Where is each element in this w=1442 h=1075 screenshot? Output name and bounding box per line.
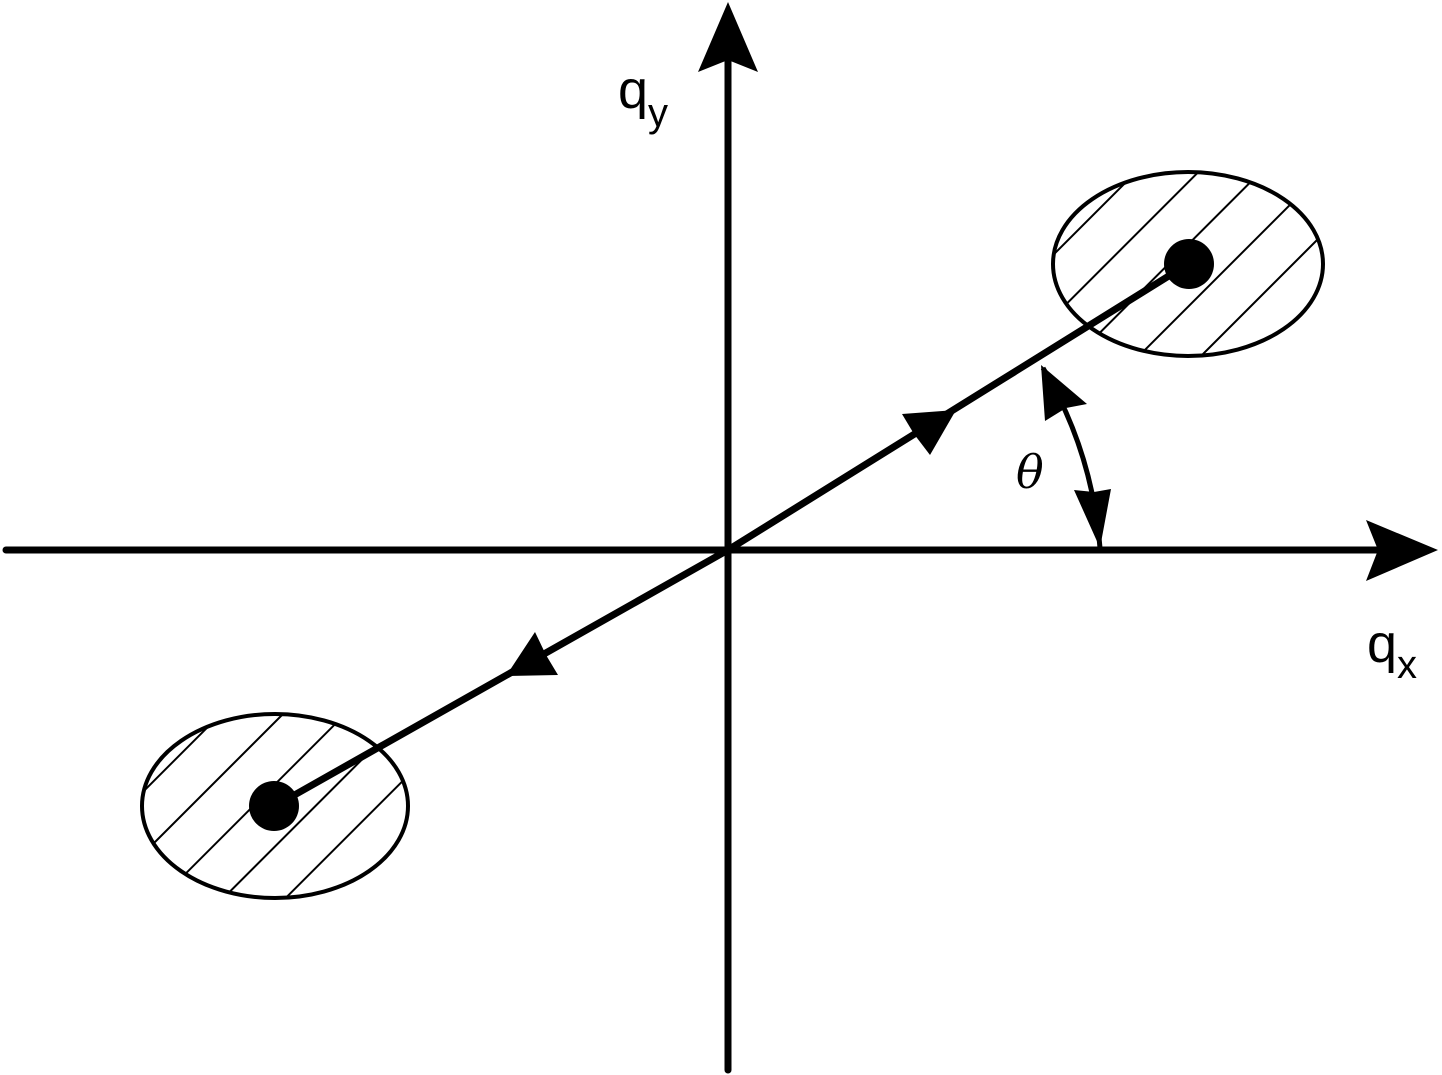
upper-vector-line: [724, 260, 1192, 554]
lower-left-particle: [249, 781, 299, 831]
qy-axis-arrowhead: [698, 2, 758, 72]
qx-axis-label: qx: [1367, 614, 1417, 687]
theta-arc-arrowhead-top: [1041, 365, 1087, 421]
upper-right-ellipse-outline: [1051, 170, 1325, 358]
lower-vector-arrowhead: [506, 632, 558, 676]
upper-right-particle: [1164, 239, 1214, 289]
theta-label: θ: [1016, 445, 1044, 499]
lower-left-ellipse-outline: [140, 712, 410, 900]
qy-axis-label: qy: [618, 60, 668, 135]
qx-axis-arrowhead: [1366, 520, 1438, 581]
lower-vector-line: [271, 546, 732, 810]
theta-arc-arrowhead-bottom: [1074, 489, 1111, 548]
upper-vector-arrowhead: [902, 410, 956, 455]
